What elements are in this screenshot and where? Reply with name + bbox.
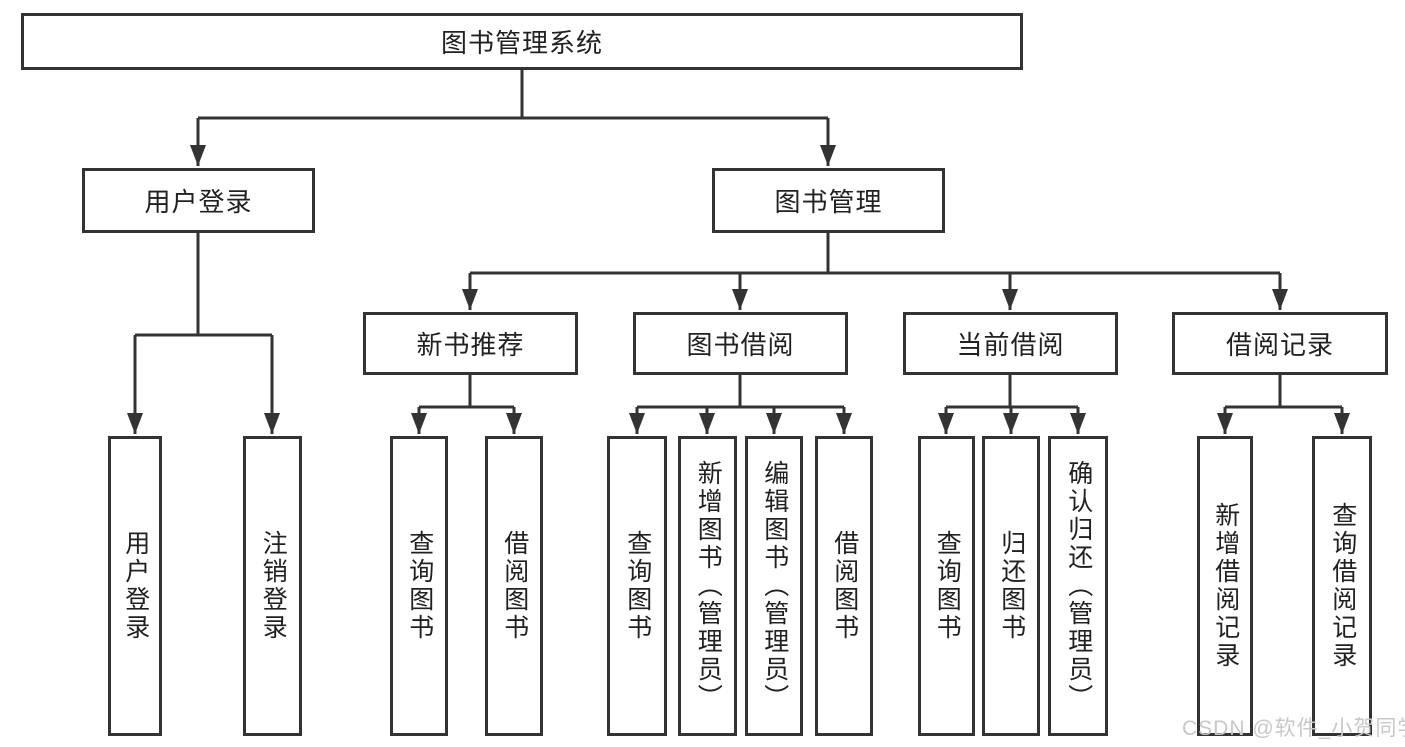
node-label: 借阅图书 (500, 530, 529, 642)
node-label: 图书借阅 (686, 330, 795, 360)
leaf-query-borrow-record: 查询借阅记录 (1312, 436, 1372, 736)
node-label: 查询借阅记录 (1328, 502, 1357, 670)
node-label: 新增图书（管理员） (694, 460, 723, 712)
node-label: 查询图书 (933, 530, 962, 642)
leaf-query-books-recommend: 查询图书 (390, 436, 448, 736)
node-label: 借阅记录 (1225, 330, 1334, 360)
node-label: 查询图书 (405, 530, 434, 642)
leaf-edit-book-admin: 编辑图书（管理员） (745, 436, 803, 736)
node-label: 用户登录 (144, 187, 253, 217)
node-label: 新书推荐 (416, 330, 525, 360)
node-label: 编辑图书（管理员） (760, 460, 789, 712)
csdn-watermark: CSDN @软件_小贺同学 (1182, 717, 1405, 740)
leaf-confirm-return-admin: 确认归还（管理员） (1048, 436, 1108, 736)
node-root: 图书管理系统 (21, 13, 1023, 70)
leaf-add-borrow-record: 新增借阅记录 (1197, 436, 1253, 736)
node-label: 图书管理 (774, 187, 883, 217)
node-book-borrow: 图书借阅 (633, 312, 848, 375)
node-label: 新增借阅记录 (1211, 502, 1240, 670)
node-borrow-records: 借阅记录 (1172, 312, 1388, 375)
node-new-book-recommend: 新书推荐 (363, 312, 578, 375)
node-label: 查询图书 (623, 530, 652, 642)
leaf-return-book: 归还图书 (982, 436, 1040, 736)
node-label: 用户登录 (121, 530, 150, 642)
node-book-management: 图书管理 (712, 168, 945, 233)
node-label: 图书管理系统 (440, 28, 603, 58)
leaf-query-books-borrow: 查询图书 (607, 436, 667, 736)
node-label: 归还图书 (997, 530, 1026, 642)
leaf-query-books-current: 查询图书 (918, 436, 975, 736)
node-label: 注销登录 (259, 530, 288, 642)
node-user-login: 用户登录 (82, 168, 315, 233)
node-label: 借阅图书 (830, 530, 859, 642)
leaf-borrow-books: 借阅图书 (815, 436, 873, 736)
leaf-add-book-admin: 新增图书（管理员） (678, 436, 737, 736)
leaf-logout: 注销登录 (243, 436, 302, 736)
node-label: 当前借阅 (956, 330, 1065, 360)
node-current-borrow: 当前借阅 (903, 312, 1118, 375)
leaf-user-login: 用户登录 (108, 436, 162, 736)
node-label: 确认归还（管理员） (1064, 460, 1093, 712)
leaf-borrow-books-recommend: 借阅图书 (485, 436, 543, 736)
